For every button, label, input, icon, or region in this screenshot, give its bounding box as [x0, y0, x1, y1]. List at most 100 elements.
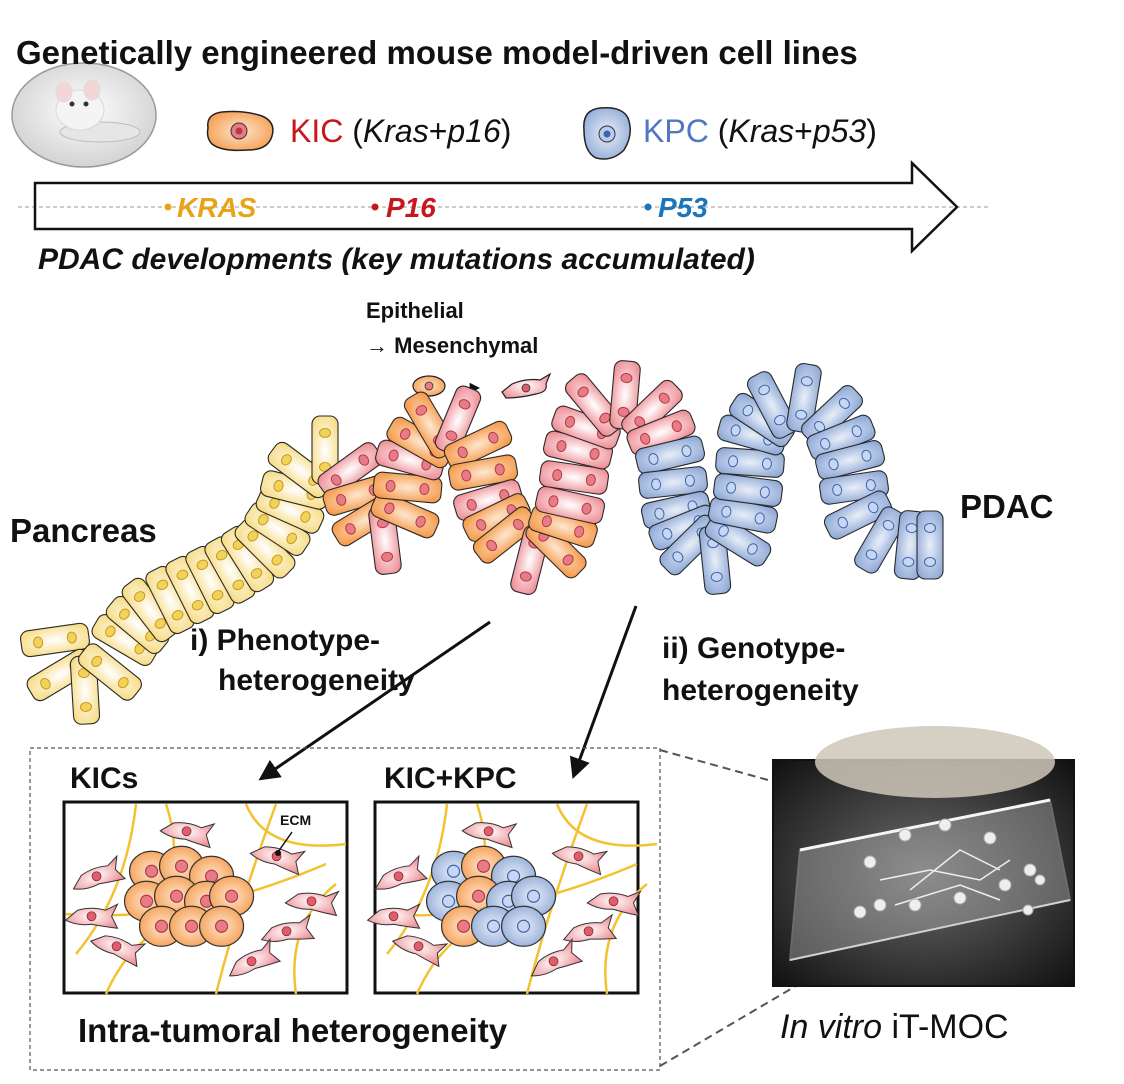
cell-nucleus: [446, 864, 461, 878]
kics-panel-label: KICs: [70, 762, 139, 795]
phenotype-arrow: [258, 620, 491, 781]
p53-mutation: P53: [658, 192, 708, 223]
kickpc-panel-content: [366, 803, 658, 995]
mesenchymal-cell: [530, 937, 584, 977]
cell-nucleus: [456, 919, 471, 933]
cell-nucleus: [91, 871, 102, 882]
duct-cell: [543, 430, 613, 470]
cell-nucleus: [526, 889, 541, 903]
duct-cell: [165, 555, 215, 625]
cell-nucleus: [471, 889, 486, 903]
cell-nucleus: [393, 871, 404, 882]
cell-nucleus: [583, 926, 594, 937]
mesenchymal-cell: [228, 937, 282, 977]
genotype-arrow: [569, 605, 638, 779]
phenotype-label-line1: i) Phenotype-: [190, 624, 381, 657]
genotype-label-line2: heterogeneity: [662, 674, 859, 707]
duct-cell: [434, 385, 482, 455]
duct-cell: [854, 506, 906, 574]
cell-nucleus: [181, 826, 192, 837]
ecm-fiber: [555, 803, 658, 847]
duct-cell: [534, 485, 606, 525]
duct-cell: [443, 420, 513, 470]
duct-cell: [370, 491, 440, 539]
cell-nucleus: [573, 851, 584, 862]
cell-nucleus: [139, 894, 154, 908]
duct-cell: [823, 490, 893, 540]
mouse-photo: [11, 62, 157, 168]
phenotype-label-line2: heterogeneity: [218, 664, 415, 697]
pdac-label: PDAC: [960, 488, 1054, 525]
duct-cell: [528, 505, 598, 548]
duct-cell: [704, 513, 772, 567]
duct-cell: [916, 510, 944, 580]
ecm-pointer-dot: [275, 850, 281, 856]
ecm-label: ECM: [280, 812, 312, 828]
cell-nucleus: [413, 941, 424, 952]
cell-nucleus: [388, 911, 399, 922]
p16-mutation: P16: [386, 192, 436, 223]
cell-nucleus: [441, 894, 456, 908]
cell-nucleus: [111, 941, 122, 952]
cell-nucleus: [516, 919, 531, 933]
duct-cell: [713, 473, 783, 507]
duct-cell: [447, 454, 519, 491]
cell-nucleus: [204, 869, 219, 883]
ecm-fiber: [244, 803, 347, 847]
duct-cell: [635, 435, 705, 475]
cell-nucleus: [214, 919, 229, 933]
kpc-cell-icon: [583, 106, 631, 160]
cell-nucleus: [483, 826, 494, 837]
diagram-title: Genetically engineered mouse model-drive…: [16, 34, 858, 71]
kras-dot: [164, 203, 172, 211]
kics-panel-content: [64, 803, 347, 995]
kic-legend: KIC (Kras+p16): [290, 113, 512, 149]
p16-dot: [371, 203, 379, 211]
cell-nucleus: [246, 956, 257, 967]
ecm-fiber: [75, 803, 138, 955]
chip-caption: In vitro iT-MOC: [780, 1008, 1009, 1046]
duct-cell: [564, 373, 624, 437]
kic-cell-icon: [206, 110, 274, 152]
emt-line1: Epithelial: [366, 298, 464, 323]
duct-cell: [539, 460, 609, 495]
duct-cell: [220, 525, 275, 593]
intra-tumoral-frame: [29, 747, 661, 1071]
cell-nucleus: [86, 911, 97, 922]
zoom-line-top: [659, 749, 841, 801]
mesenchymal-cell: [391, 935, 449, 968]
duct-cell: [815, 440, 885, 480]
mesenchymal-cell-icon: [501, 372, 552, 399]
cell-nucleus: [506, 869, 521, 883]
pancreas-label: Pancreas: [10, 512, 157, 549]
cell-nucleus: [548, 956, 559, 967]
intra-tumoral-caption: Intra-tumoral heterogeneity: [78, 1012, 508, 1049]
cell-nucleus: [486, 919, 501, 933]
emt-line2: → Mesenchymal: [366, 333, 539, 358]
mesenchymal-cell: [89, 935, 147, 968]
cell-nucleus: [476, 859, 491, 873]
duct-cell: [801, 385, 863, 445]
duct-cell: [121, 577, 179, 643]
cell-nucleus: [281, 926, 292, 937]
chip-photo: [772, 726, 1075, 987]
kras-mutation: KRAS: [177, 192, 257, 223]
kickpc-panel-label: KIC+KPC: [384, 762, 517, 795]
duct-cell: [715, 447, 785, 478]
duct-cell: [204, 536, 256, 604]
cell-nucleus: [608, 896, 619, 907]
cell-nucleus: [174, 859, 189, 873]
duct-cell: [20, 622, 90, 658]
duct-cell: [78, 643, 142, 701]
epithelial-cell-icon: [412, 375, 446, 397]
cell-nucleus: [169, 889, 184, 903]
kpc-legend: KPC (Kras+p53): [643, 113, 877, 149]
duct-cell: [746, 371, 798, 439]
ecm-pointer: [277, 831, 293, 853]
cell-nucleus: [224, 889, 239, 903]
genotype-label-line1: ii) Genotype-: [662, 632, 846, 665]
duct-cell: [372, 471, 443, 504]
pancreatic-duct: [20, 360, 944, 725]
cell-nucleus: [306, 896, 317, 907]
